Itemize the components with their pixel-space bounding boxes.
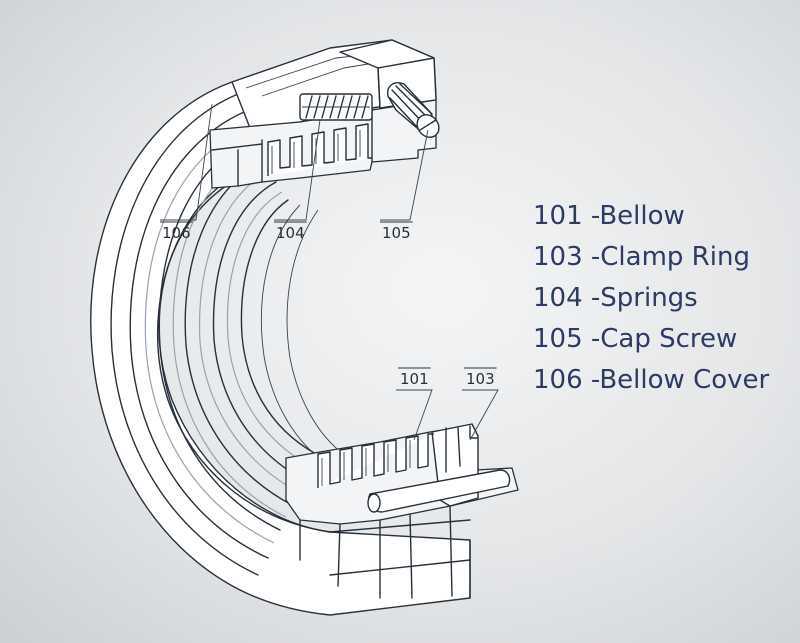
leader-101 bbox=[396, 389, 433, 441]
legend-item-springs: 104 -Springs bbox=[533, 283, 698, 313]
upper-spring bbox=[299, 93, 373, 121]
bore-surface-lines bbox=[260, 204, 347, 467]
parts-legend: 101 -Bellow 103 -Clamp Ring 104 -Springs… bbox=[533, 196, 769, 401]
callout-106: 106 bbox=[162, 224, 191, 242]
callout-104: 104 bbox=[276, 224, 305, 242]
lower-bellows bbox=[317, 433, 434, 488]
callout-103: 103 bbox=[466, 370, 495, 388]
legend-item-bellow: 101 -Bellow bbox=[533, 201, 685, 231]
legend-item-clamp-ring: 103 -Clamp Ring bbox=[533, 242, 750, 272]
leader-105 bbox=[380, 129, 429, 221]
legend-item-cap-screw: 105 -Cap Screw bbox=[533, 324, 738, 354]
leader-103 bbox=[462, 389, 499, 441]
callout-101: 101 bbox=[400, 370, 429, 388]
leader-106 bbox=[160, 103, 213, 221]
seal-face-rings bbox=[110, 93, 317, 576]
callout-105: 105 bbox=[382, 224, 411, 242]
leader-lines bbox=[160, 103, 499, 441]
leader-104 bbox=[274, 119, 321, 221]
legend-item-bellow-cover: 106 -Bellow Cover bbox=[533, 365, 770, 395]
cap-screw bbox=[387, 82, 440, 138]
